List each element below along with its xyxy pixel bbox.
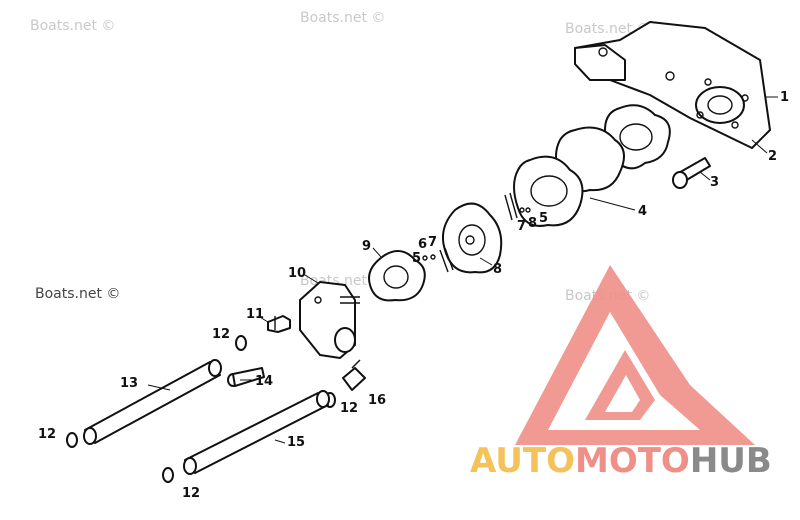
automotohub-logo-mark — [515, 265, 755, 445]
callout-7-lower: 7 — [428, 235, 437, 250]
callout-12-bottom: 12 — [182, 486, 200, 501]
callout-12-left: 12 — [38, 427, 56, 442]
hose-part-13 — [83, 359, 222, 445]
watermark-side: Boats.net © — [35, 286, 120, 302]
watermark-top-center: Boats.net © — [300, 10, 385, 26]
pin-set-lower — [422, 247, 454, 273]
callout-4: 4 — [638, 204, 647, 219]
logo-triangle-core-hole — [605, 375, 640, 412]
hose-clamp-upper — [235, 335, 247, 351]
gasket-set-part-4 — [513, 104, 671, 227]
hose-part-15 — [183, 390, 330, 475]
callout-6: 6 — [418, 237, 427, 252]
elbow-fitting-part-11 — [267, 315, 291, 333]
screw-part-14 — [227, 367, 265, 387]
logo-text-hub: HUB — [690, 441, 772, 481]
callout-13: 13 — [120, 376, 138, 391]
callout-2: 2 — [768, 149, 777, 164]
mounting-bracket — [574, 21, 771, 149]
callout-8-upper: 8 — [528, 216, 537, 231]
callout-7-upper: 7 — [517, 219, 526, 234]
automotohub-logo-text: AUTOMOTOHUB — [470, 441, 772, 481]
pin-set-upper — [504, 192, 531, 221]
watermark-top-left: Boats.net © — [30, 18, 115, 34]
watermark-top-right: Boats.net © — [565, 21, 650, 37]
callout-5-upper: 5 — [539, 211, 548, 226]
callout-5-lower: 5 — [412, 251, 421, 266]
callout-12-right: 12 — [340, 401, 358, 416]
callout-16: 16 — [368, 393, 386, 408]
pump-body-part-10 — [299, 281, 360, 359]
callout-12-upper: 12 — [212, 327, 230, 342]
callout-10: 10 — [288, 266, 306, 281]
callout-11: 11 — [246, 307, 264, 322]
logo-text-moto: MOTO — [575, 441, 690, 481]
callout-15: 15 — [287, 435, 305, 450]
gasket-part-9 — [368, 250, 426, 302]
callout-3: 3 — [710, 175, 719, 190]
bolt-part-3 — [672, 157, 711, 189]
cover-plate-part-8 — [442, 202, 503, 274]
hose-clamp-bottom — [162, 467, 174, 483]
callout-1: 1 — [780, 90, 789, 105]
fitting-part-16 — [342, 359, 366, 391]
callout-14: 14 — [255, 374, 273, 389]
callout-leaders — [147, 96, 778, 444]
hose-clamp-left — [66, 432, 78, 448]
callout-9: 9 — [362, 239, 371, 254]
logo-text-auto: AUTO — [470, 441, 575, 481]
callout-8-lower: 8 — [493, 262, 502, 277]
